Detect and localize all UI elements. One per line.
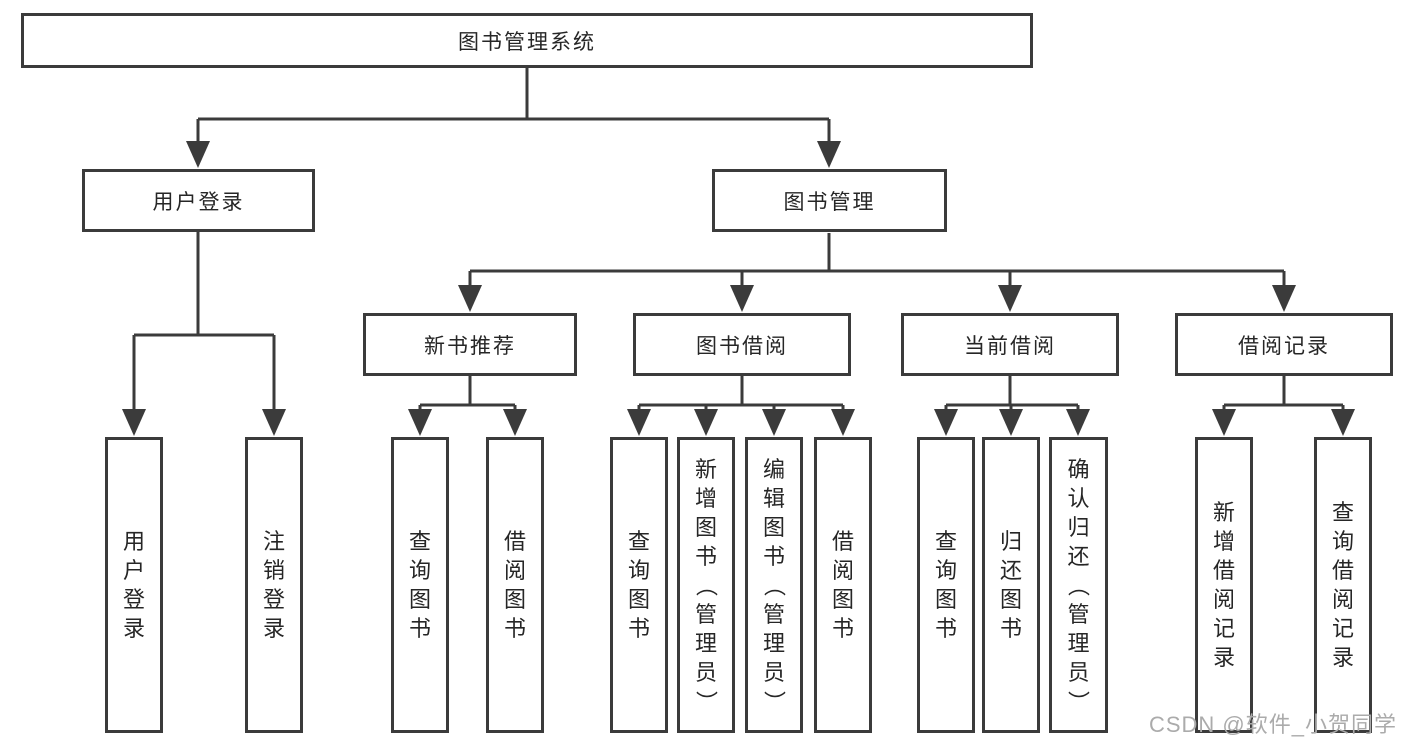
node-book-management: 图书管理 <box>712 169 947 232</box>
node-library-system: 图书管理系统 <box>21 13 1033 68</box>
node-logout-leaf: 注销登录 <box>245 437 303 733</box>
node-add-borrow-record: 新增借阅记录 <box>1195 437 1253 733</box>
node-current-borrow: 当前借阅 <box>901 313 1119 376</box>
node-borrow-books-leaf: 借阅图书 <box>814 437 872 733</box>
node-confirm-return-admin: 确认归还（管理员） <box>1049 437 1108 733</box>
node-return-book: 归还图书 <box>982 437 1040 733</box>
csdn-watermark: CSDN @软件_小贺同学 <box>1148 712 1397 737</box>
node-book-borrow: 图书借阅 <box>633 313 851 376</box>
node-user-login-leaf: 用户登录 <box>105 437 163 733</box>
node-borrow-records: 借阅记录 <box>1175 313 1393 376</box>
node-edit-book-admin: 编辑图书（管理员） <box>745 437 803 733</box>
node-query-books-recommend: 查询图书 <box>391 437 449 733</box>
node-user-login: 用户登录 <box>82 169 315 232</box>
node-add-book-admin: 新增图书（管理员） <box>677 437 735 733</box>
node-new-book-recommend: 新书推荐 <box>363 313 577 376</box>
node-query-borrow-record: 查询借阅记录 <box>1314 437 1372 733</box>
node-query-books-current: 查询图书 <box>917 437 975 733</box>
node-borrow-books-recommend: 借阅图书 <box>486 437 544 733</box>
node-query-books-borrow: 查询图书 <box>610 437 668 733</box>
